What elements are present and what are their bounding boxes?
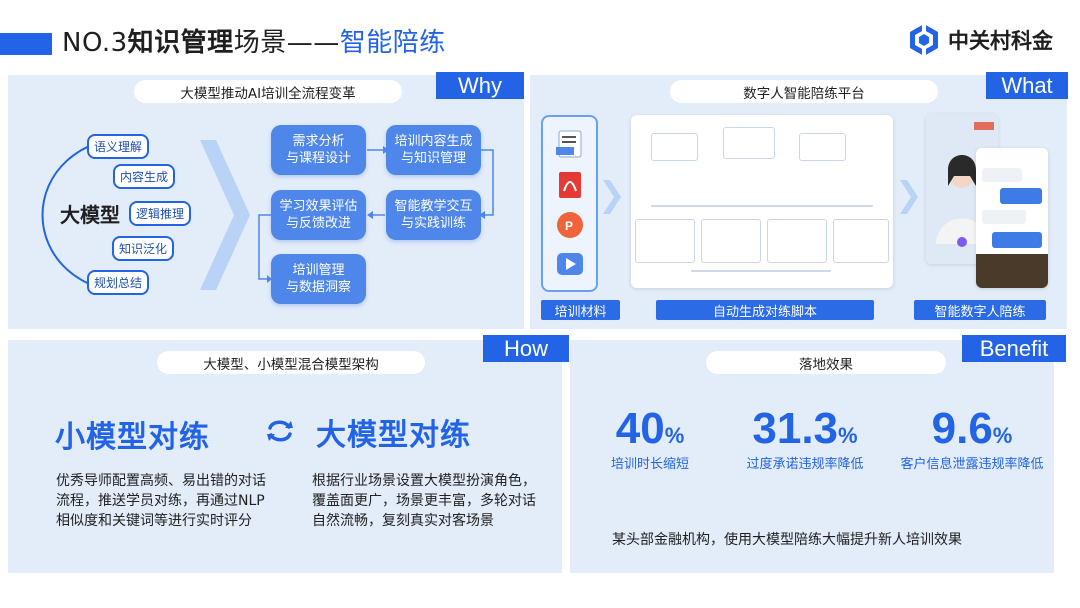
large-model-title: 大模型对练 <box>316 418 471 453</box>
title-accent-bar <box>0 33 52 55</box>
benefit-panel <box>570 340 1054 573</box>
benefit-heading: 落地效果 <box>706 351 946 374</box>
title-accent: 智能陪练 <box>339 28 446 58</box>
what-arrow-icon <box>603 180 621 214</box>
center-label: 大模型 <box>60 203 120 227</box>
script-diagram <box>631 115 893 288</box>
what-heading: 数字人智能陪练平台 <box>670 80 938 103</box>
benefit-footnote: 某头部金融机构，使用大模型陪练大幅提升新人培训效果 <box>612 532 962 548</box>
logo-icon <box>910 24 938 56</box>
file-icons: P <box>556 130 583 275</box>
logo-text: 中关村科金 <box>948 29 1053 53</box>
flow-step: 培训内容生成 与知识管理 <box>386 125 481 175</box>
capability-node: 内容生成 <box>113 164 176 189</box>
script-node <box>635 219 695 263</box>
why-chevron-icon <box>200 140 250 290</box>
script-node <box>833 219 889 263</box>
small-model-desc: 优秀导师配置高频、易出错的对话流程，推送学员对练，再通过NLP相似度和关键词等进… <box>56 473 266 529</box>
chat-screen <box>976 148 1048 288</box>
stat-value: 40% <box>595 404 705 454</box>
stat-unit: % <box>992 423 1013 448</box>
script-node <box>651 133 698 161</box>
capability-node: 规划总结 <box>87 270 150 295</box>
connector-line <box>691 270 831 272</box>
doc-icon <box>556 130 582 158</box>
flow-step: 智能教学交互 与实践训练 <box>386 190 481 240</box>
how-tag: How <box>483 335 569 362</box>
what-label: 自动生成对练脚本 <box>656 300 874 320</box>
page-title: NO.3知识管理场景——智能陪练 <box>62 22 446 59</box>
stat-value: 31.3% <box>730 404 880 454</box>
capability-node: 知识泛化 <box>112 236 175 261</box>
what-label: 智能数字人陪练 <box>914 300 1046 320</box>
script-node <box>799 133 846 161</box>
pdf-icon <box>559 172 581 198</box>
svg-text:P: P <box>565 219 573 233</box>
stat-unit: % <box>838 423 858 448</box>
why-heading: 大模型推动AI培训全流程变革 <box>134 80 402 103</box>
stat-number: 31.3 <box>752 404 839 453</box>
title-main: 知识管理 <box>127 28 234 58</box>
connector-line <box>651 205 873 207</box>
how-heading: 大模型、小模型混合模型架构 <box>157 351 425 374</box>
capability-node: 语义理解 <box>87 134 150 159</box>
file-sources: P <box>541 115 598 292</box>
stat-number: 40 <box>615 404 665 453</box>
title-rest: 场景—— <box>233 28 340 58</box>
benefit-tag: Benefit <box>962 335 1066 362</box>
how-panel <box>8 340 562 573</box>
ppt-icon: P <box>557 212 583 238</box>
large-model-desc: 根据行业场景设置大模型扮演角色，覆盖面更广，场景更丰富，多轮对话自然流畅，复刻真… <box>312 473 536 529</box>
title-prefix: NO.3 <box>62 28 128 58</box>
stat-number: 9.6 <box>931 404 993 453</box>
flow-connectors <box>258 146 494 283</box>
swap-icon <box>267 420 293 442</box>
what-tag: What <box>986 72 1068 99</box>
stat-value: 9.6% <box>892 404 1052 454</box>
capability-node: 逻辑推理 <box>129 201 192 226</box>
stat-unit: % <box>664 423 685 448</box>
stat-label: 过度承诺违规率降低 <box>746 457 864 472</box>
chat-phone <box>976 148 1048 288</box>
what-label: 培训材料 <box>541 300 620 320</box>
flow-step: 培训管理 与数据洞察 <box>271 254 366 304</box>
script-node <box>723 127 775 159</box>
stat-label: 客户信息泄露违规率降低 <box>900 457 1044 472</box>
flow-step: 学习效果评估 与反馈改进 <box>271 190 366 240</box>
stat-label: 培训时长缩短 <box>610 457 689 472</box>
video-icon <box>557 253 583 275</box>
script-node <box>701 219 761 263</box>
why-tag: Why <box>436 72 524 99</box>
small-model-title: 小模型对练 <box>55 420 210 455</box>
script-node <box>767 219 827 263</box>
flow-step: 需求分析 与课程设计 <box>271 125 366 175</box>
brand-logo: 中关村科金 <box>906 22 1053 58</box>
what-arrow-icon <box>900 180 918 214</box>
